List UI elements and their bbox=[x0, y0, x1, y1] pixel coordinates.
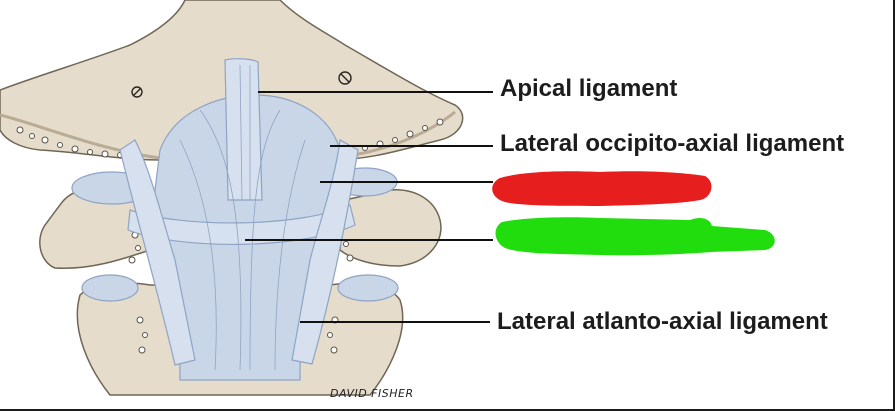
transverse-band bbox=[127, 204, 356, 245]
label-apical-ligament: Apical ligament bbox=[500, 75, 678, 102]
leader-lines bbox=[245, 91, 493, 323]
artist-signature: DAVID FISHER bbox=[330, 387, 414, 400]
atlas-vertebra-right bbox=[339, 189, 442, 267]
apical-ligament-band bbox=[224, 58, 263, 201]
right-alar-band bbox=[291, 139, 359, 365]
red-marker-redaction bbox=[492, 171, 712, 206]
ligament-complex bbox=[119, 58, 359, 381]
green-marker-redaction bbox=[495, 217, 775, 256]
foramen-marks bbox=[131, 71, 352, 98]
vertebra-porous-texture bbox=[128, 228, 354, 354]
label-lateral-atlanto-axial-ligament: Lateral atlanto-axial ligament bbox=[497, 308, 828, 335]
left-alar-band bbox=[119, 139, 196, 366]
label-lateral-occipito-axial-ligament: Lateral occipito-axial ligament bbox=[500, 130, 845, 157]
